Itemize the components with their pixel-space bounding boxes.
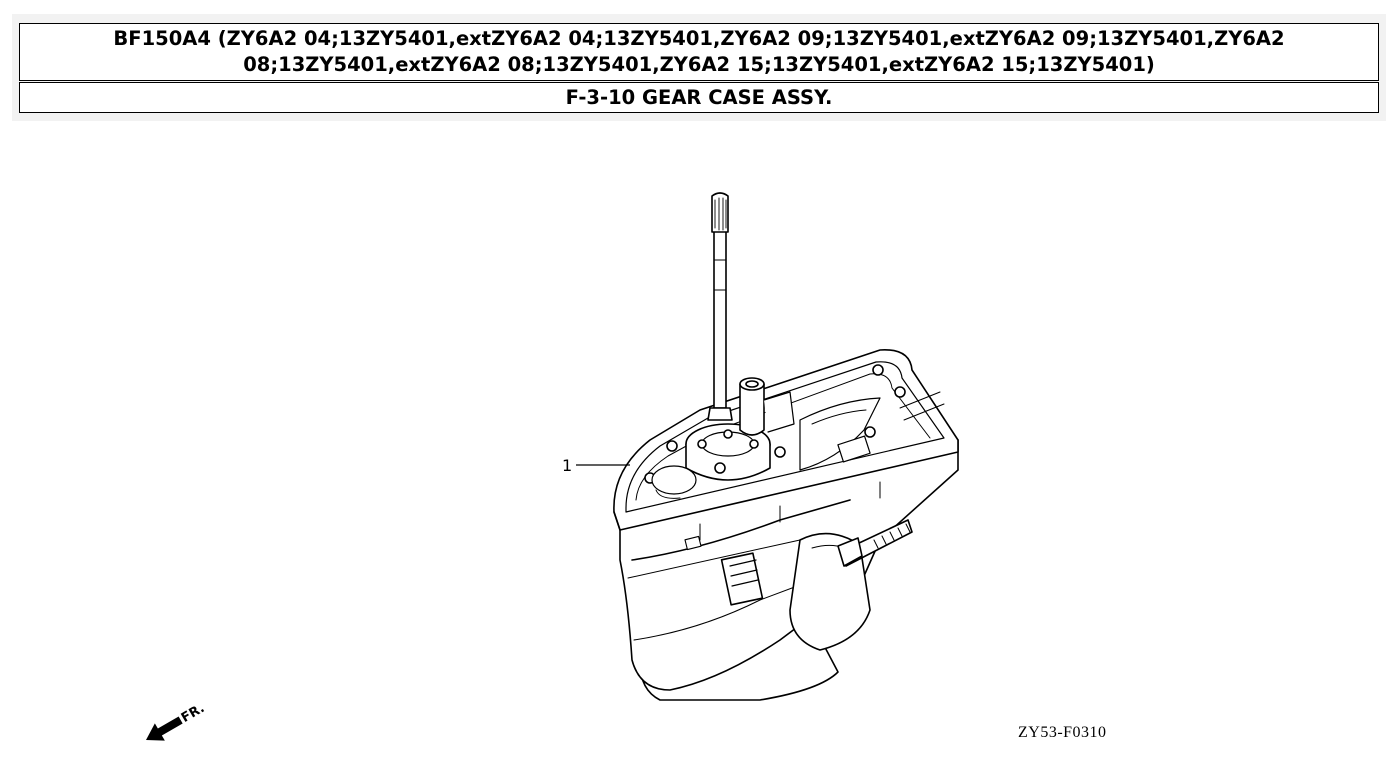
header-panel: BF150A4 (ZY6A2 04;13ZY5401,extZY6A2 04;1… [12, 14, 1386, 121]
callout-1[interactable]: 1 [562, 456, 630, 475]
body-side-details [684, 391, 945, 551]
section-title: F-3-10 GEAR CASE ASSY. [19, 82, 1379, 113]
water-passage [799, 397, 881, 471]
propeller-shaft [837, 519, 913, 567]
callout-1-number[interactable]: 1 [562, 456, 572, 475]
front-arrow-icon [146, 716, 183, 741]
drive-shaft [707, 192, 733, 421]
front-direction-indicator: FR. [146, 701, 207, 741]
oil-filler-tube [739, 377, 795, 436]
lower-opening [651, 465, 697, 499]
model-title-line-1: BF150A4 (ZY6A2 04;13ZY5401,extZY6A2 04;1… [113, 27, 1285, 50]
model-title-box: BF150A4 (ZY6A2 04;13ZY5401,extZY6A2 04;1… [19, 23, 1379, 81]
drawing-code: ZY53-F0310 [1018, 724, 1107, 741]
front-label: FR. [179, 701, 207, 726]
model-title-line-2: 08;13ZY5401,extZY6A2 08;13ZY5401,ZY6A2 1… [243, 53, 1155, 76]
